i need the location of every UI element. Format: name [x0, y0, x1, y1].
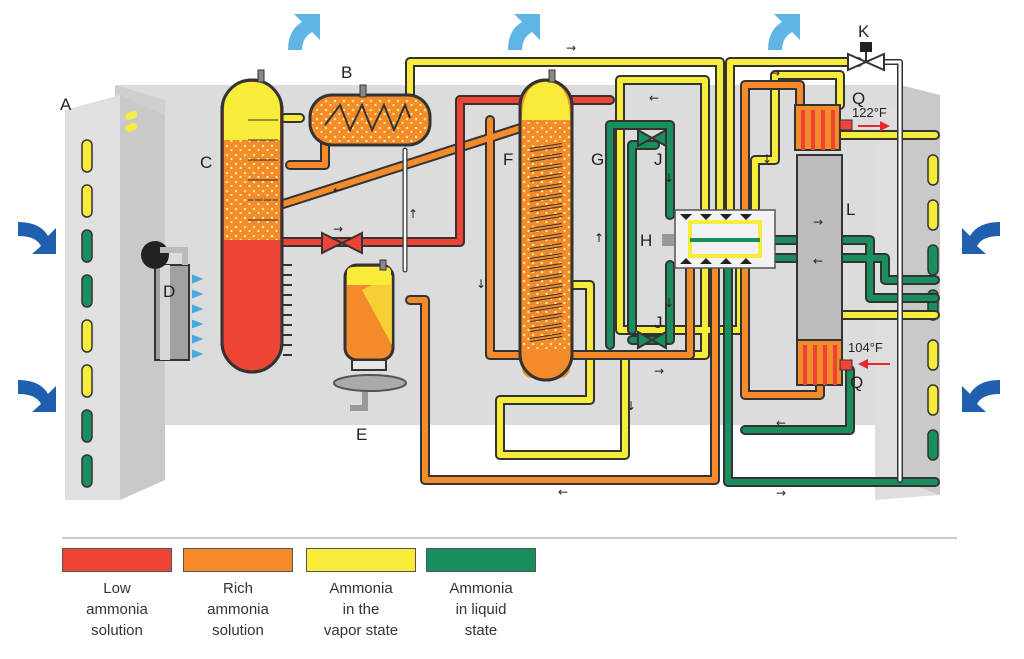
legend-low-solution: Low ammonia solution: [62, 548, 172, 641]
legend-rich-solution: Rich ammonia solution: [183, 548, 293, 641]
label-e: E: [356, 425, 367, 444]
label-h: H: [640, 231, 652, 250]
legend-swatch-liquid: [426, 548, 536, 572]
hot-out-arrow-icon: [858, 121, 890, 131]
component-labels: A B C D E F G H J J K L Q Q 122°F 104°F: [60, 22, 887, 444]
legend-label-rich: Rich ammonia solution: [207, 580, 269, 639]
svg-text:←: ←: [776, 416, 786, 430]
cold-in-arrow-icon: [858, 359, 890, 369]
legend-liquid: Ammonia in liquid state: [426, 548, 536, 641]
temperature-arrows: [858, 121, 890, 369]
label-c: C: [200, 153, 212, 172]
legend-label-low: Low ammonia solution: [86, 580, 148, 639]
svg-text:↓: ↓: [626, 399, 636, 413]
label-g: G: [591, 150, 604, 169]
expansion-valves: [637, 128, 667, 350]
legend-swatch-rich: [183, 548, 293, 572]
svg-text:←: ←: [813, 254, 823, 268]
control-valve: [847, 42, 885, 72]
air-out-1-icon: [288, 14, 320, 50]
svg-text:↑: ↑: [408, 207, 418, 221]
air-out-2-icon: [508, 14, 540, 50]
label-j-top: J: [654, 150, 663, 169]
label-f: F: [503, 150, 513, 169]
label-q-bottom: Q: [850, 373, 863, 392]
svg-text:↑: ↑: [594, 231, 604, 245]
rectifier: [308, 84, 432, 147]
absorption-refrigeration-diagram: → ← → ← → ↑ ↓ ↑ ↓ ↓ ↓ → ← → ↓ ← ← → A B …: [18, 14, 1000, 500]
legend-swatch-low: [62, 548, 172, 572]
svg-text:→: →: [654, 364, 664, 378]
air-in-right-top-icon: [962, 222, 1000, 254]
label-b: B: [341, 63, 352, 82]
svg-text:→: →: [813, 215, 823, 229]
flow-arrows: → ← → ← → ↑ ↓ ↑ ↓ ↓ ↓ → ← → ↓ ← ← →: [333, 41, 823, 500]
absorber: [518, 69, 574, 382]
label-a: A: [60, 95, 72, 114]
label-j-bottom: J: [654, 313, 663, 332]
left-panel-slots: [81, 110, 138, 488]
label-q-top: Q: [852, 89, 865, 108]
air-in-left-top-icon: [18, 222, 56, 254]
air-in-arrow-icons: [18, 222, 1000, 412]
svg-text:↓: ↓: [664, 171, 674, 185]
svg-text:←: ←: [558, 485, 568, 499]
svg-text:→: →: [333, 222, 343, 236]
svg-text:←: ←: [333, 183, 343, 197]
air-out-3-icon: [768, 14, 800, 50]
right-panel-slots: [927, 154, 939, 461]
air-in-left-bottom-icon: [18, 380, 56, 412]
legend-swatch-vapor: [306, 548, 416, 572]
generator-column: [220, 69, 292, 374]
solution-valve: [321, 231, 363, 255]
svg-text:↓: ↓: [664, 296, 674, 310]
legend-divider: [62, 537, 957, 539]
label-d: D: [163, 282, 175, 301]
heat-exchanger: [794, 104, 853, 386]
temp-hot-label: 122°F: [852, 105, 887, 120]
label-l: L: [846, 200, 855, 219]
legend-vapor: Ammonia in the vapor state: [306, 548, 416, 641]
temp-cold-label: 104°F: [848, 340, 883, 355]
legend-label-liquid: Ammonia in liquid state: [449, 580, 513, 639]
burner: [141, 241, 204, 361]
svg-text:↓: ↓: [476, 277, 486, 291]
svg-text:←: ←: [649, 91, 659, 105]
legend-label-vapor: Ammonia in the vapor state: [323, 580, 399, 639]
air-in-right-bottom-icon: [962, 380, 1000, 412]
solution-pump: [333, 259, 407, 411]
svg-text:→: →: [566, 41, 576, 55]
reversing-manifold: [662, 209, 776, 269]
label-k: K: [858, 22, 870, 41]
svg-text:→: →: [776, 486, 786, 500]
expansion-valve-bottom: [637, 330, 667, 350]
svg-text:↓: ↓: [762, 152, 772, 166]
svg-text:→: →: [770, 66, 780, 80]
expansion-valve-top: [637, 128, 667, 148]
air-out-arrow-icons: [288, 14, 800, 50]
